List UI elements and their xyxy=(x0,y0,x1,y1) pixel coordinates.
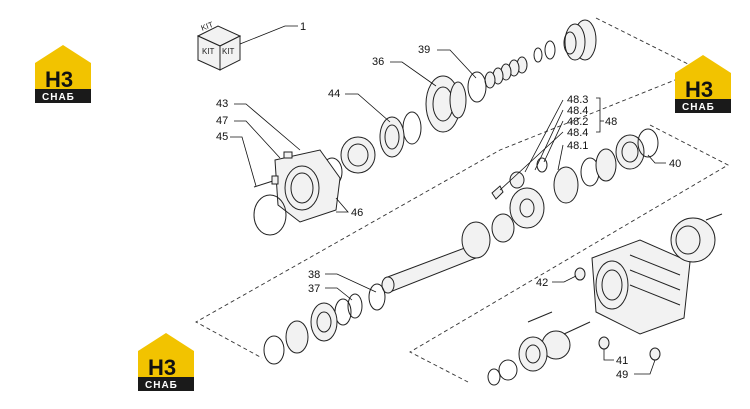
snap-ring-39 xyxy=(467,71,487,103)
bearing-lower xyxy=(310,302,338,342)
callout-49: 49 xyxy=(616,369,628,381)
callout-42: 42 xyxy=(536,277,548,289)
logo-mark: H3 xyxy=(45,67,73,92)
plug-42 xyxy=(574,267,586,281)
o-ring-45 xyxy=(253,194,287,236)
logo-mark: H3 xyxy=(685,77,713,102)
callout-40: 40 xyxy=(669,158,681,170)
bearing-40-group xyxy=(580,128,659,187)
logo-text: CHAБ xyxy=(42,92,75,103)
brand-logo-top-left: H3 CHAБ xyxy=(35,45,91,103)
assembly-48-parts xyxy=(491,157,579,229)
callout-48-1: 48.1 xyxy=(567,140,588,152)
bearing-race-lower xyxy=(461,213,515,259)
assembly-axes xyxy=(195,17,729,383)
spring-stack xyxy=(484,56,528,89)
kit-label-left: KIT xyxy=(202,47,215,56)
upper-gear-cluster xyxy=(533,19,597,63)
callout-36: 36 xyxy=(372,56,384,68)
needle-bearing xyxy=(340,136,376,174)
callout-48-3: 48.3 xyxy=(567,94,588,106)
seal-lower xyxy=(263,320,309,365)
callout-45: 45 xyxy=(216,131,228,143)
callout-48: 48 xyxy=(605,116,617,128)
callout-48-2: 48.2 xyxy=(567,116,588,128)
pump-flange xyxy=(670,213,723,263)
cover-housing xyxy=(274,149,341,223)
callout-37: 37 xyxy=(308,283,320,295)
lower-bearing-group xyxy=(487,330,571,386)
seal-ring-a xyxy=(402,111,422,145)
main-shaft xyxy=(381,245,477,294)
callout-41: 41 xyxy=(616,355,628,367)
brand-logo-bottom-left: H3 CHAБ xyxy=(138,333,194,391)
plugs-41-49 xyxy=(598,336,661,361)
kit-box-icon: KIT KIT KIT xyxy=(196,20,242,71)
bolts-lower xyxy=(527,311,591,335)
callout-47: 47 xyxy=(216,115,228,127)
washer-37 xyxy=(334,293,363,326)
logo-mark: H3 xyxy=(148,355,176,380)
callout-48-4-lower: 48.4 xyxy=(567,127,588,139)
callout-44: 44 xyxy=(328,88,340,100)
bearing-36 xyxy=(425,75,467,133)
callout-labels: 1 39 36 44 43 47 45 46 48.3 48.4 48.2 48… xyxy=(216,21,681,381)
callout-1: 1 xyxy=(300,21,306,33)
callout-38: 38 xyxy=(308,269,320,281)
washer-38 xyxy=(368,283,386,311)
callout-48-4-upper: 48.4 xyxy=(567,105,588,117)
kit-label-top: KIT xyxy=(200,20,215,33)
brand-logo-top-right: H3 CHAБ xyxy=(675,55,731,113)
logo-text: CHAБ xyxy=(682,102,715,113)
callout-39: 39 xyxy=(418,44,430,56)
screw-47 xyxy=(253,175,279,188)
bearing-44 xyxy=(379,116,405,158)
logo-text: CHAБ xyxy=(145,380,178,391)
leader-lines xyxy=(230,25,666,375)
kit-label-right: KIT xyxy=(222,47,235,56)
callout-46: 46 xyxy=(351,207,363,219)
gearbox-housing xyxy=(591,239,691,335)
callout-43: 43 xyxy=(216,98,228,110)
